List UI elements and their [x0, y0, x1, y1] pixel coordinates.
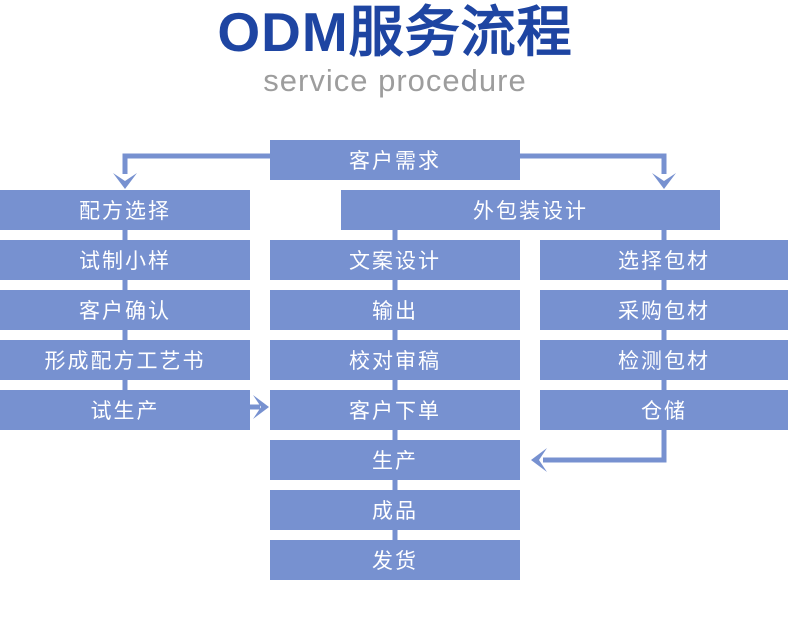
flow-node-purchase-packaging: 采购包材: [540, 290, 788, 330]
flow-node-select-packaging: 选择包材: [540, 240, 788, 280]
flow-node-finished-goods: 成品: [270, 490, 520, 530]
connector-warehouse-to-production: [543, 430, 667, 463]
flow-node-customer-demand: 客户需求: [270, 140, 520, 180]
page-subtitle: service procedure: [263, 63, 527, 98]
flow-node-packaging-design: 外包装设计: [341, 190, 720, 230]
arrow-left-production-icon: [531, 448, 547, 472]
flow-node-output: 输出: [270, 290, 520, 330]
arrow-down-packaging-icon: [652, 173, 676, 189]
arrow-down-formula-icon: [113, 173, 137, 189]
flow-node-proofreading-review: 校对审稿: [270, 340, 520, 380]
flow-node-shipment: 发货: [270, 540, 520, 580]
flow-node-production: 生产: [270, 440, 520, 480]
flow-node-copywriting-design: 文案设计: [270, 240, 520, 280]
connector-demand-to-packaging: [520, 153, 667, 174]
flow-node-customer-order: 客户下单: [270, 390, 520, 430]
flow-node-formula-selection: 配方选择: [0, 190, 250, 230]
flow-node-inspect-packaging: 检测包材: [540, 340, 788, 380]
arrow-right-order-icon: [253, 395, 269, 419]
page-title: ODM服务流程: [217, 1, 573, 63]
flow-node-trial-production: 试生产: [0, 390, 250, 430]
flow-node-warehousing: 仓储: [540, 390, 788, 430]
flow-node-trial-sample: 试制小样: [0, 240, 250, 280]
flow-node-formula-process-doc: 形成配方工艺书: [0, 340, 250, 380]
flow-node-customer-confirm: 客户确认: [0, 290, 250, 330]
page-header: ODM服务流程 service procedure: [0, 0, 790, 100]
connector-demand-to-formula: [122, 153, 270, 174]
